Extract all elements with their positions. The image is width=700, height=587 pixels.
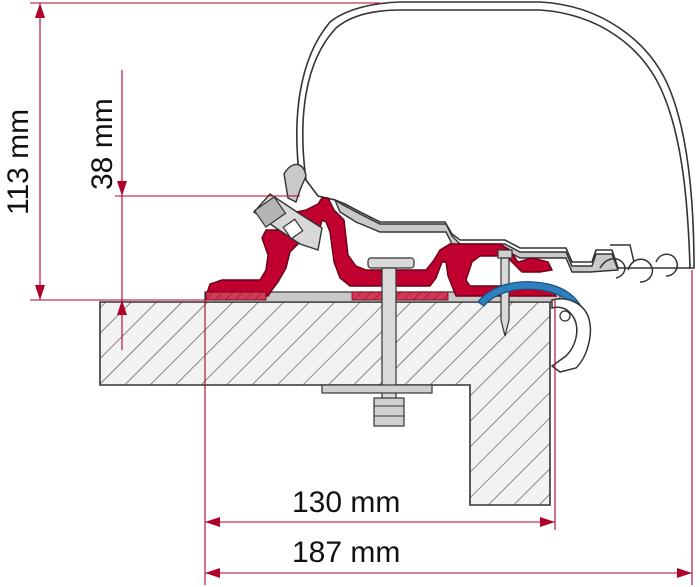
dimension-label-113mm: 113 mm [2,109,35,215]
awning-cassette-body [302,9,691,269]
keder-rail-hole [559,310,571,322]
dimension-label-187mm: 187 mm [292,536,400,569]
fixing-screw [497,249,513,337]
clamp-assembly [252,163,323,251]
dimension-label-38mm: 38 mm [86,98,119,190]
roof-section [99,301,551,506]
bracket-rubber-pad-center [351,291,449,301]
cassette-slot-profile [599,244,678,283]
dimension-arrows [35,3,692,578]
dimension-label-130mm: 130 mm [292,486,400,519]
keder-rail [550,298,592,373]
bracket-rubber-pad-left [205,291,267,301]
through-bolt [321,257,433,427]
rail-profile [333,198,619,273]
